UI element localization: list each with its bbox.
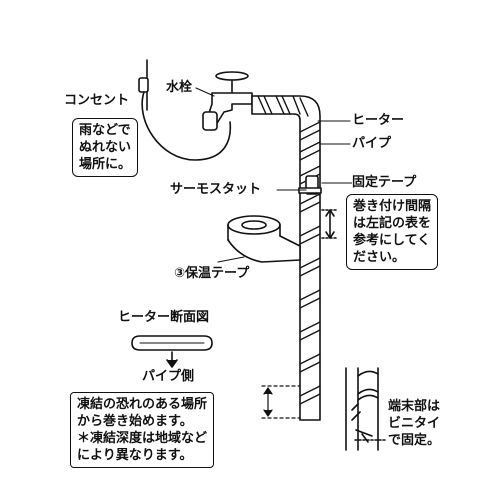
note-line: は左記の表を bbox=[353, 216, 432, 231]
note-line: で固定。 bbox=[388, 433, 441, 448]
faucet-label: 水栓 bbox=[166, 80, 193, 96]
insulation-tape-label: ③保温テープ bbox=[174, 266, 250, 282]
outlet-note-box: 雨などで ぬれない 場所に。 bbox=[72, 118, 139, 177]
cross-section-title: ヒーター断面図 bbox=[118, 310, 210, 326]
heater-label: ヒーター bbox=[352, 113, 405, 129]
note-line: により異なります。 bbox=[77, 448, 193, 463]
note-line: ぬれない bbox=[79, 140, 132, 155]
insulation-tape-roll bbox=[227, 215, 301, 263]
fixing-tape-label: 固定テープ bbox=[352, 175, 417, 191]
note-line: 参考にしてく bbox=[353, 233, 431, 248]
heater-spiral-vertical bbox=[299, 121, 321, 405]
end-note: 端末部は ビニタイ で固定。 bbox=[388, 398, 441, 449]
note-line: 雨などで bbox=[79, 123, 131, 138]
note-line: 巻き付け間隔 bbox=[353, 199, 432, 214]
note-line: 場所に。 bbox=[79, 157, 132, 172]
freeze-depth-marker bbox=[261, 385, 301, 419]
note-line: 凍結の恐れのある場所 bbox=[77, 397, 208, 412]
pipe-side-label: パイプ側 bbox=[142, 369, 195, 385]
pipe-label: パイプ bbox=[352, 136, 392, 152]
note-line: ださい。 bbox=[353, 250, 406, 265]
outlet-label: コンセント bbox=[64, 93, 130, 109]
thermostat-label: サーモスタット bbox=[170, 182, 262, 198]
heater-wrap-horizontal bbox=[257, 95, 309, 117]
winding-note-box: 巻き付け間隔 は左記の表を 参考にしてく ださい。 bbox=[346, 194, 439, 270]
note-line: 端末部は bbox=[388, 399, 441, 414]
freeze-note-box: 凍結の恐れのある場所 から巻き始めます。 ＊凍結深度は地域など により異なります… bbox=[70, 392, 215, 468]
pipe-end-detail bbox=[345, 367, 387, 451]
faucet-spout bbox=[202, 111, 218, 131]
power-cord bbox=[141, 91, 232, 161]
faucet-handle bbox=[215, 71, 249, 81]
note-line: から巻き始めます。 bbox=[77, 414, 193, 429]
leader-lines bbox=[195, 87, 353, 263]
note-line: ビニタイ bbox=[388, 416, 441, 431]
spacing-arrow bbox=[321, 209, 339, 239]
pipe-side-arrow bbox=[166, 351, 178, 368]
note-line: ＊凍結深度は地域など bbox=[77, 431, 208, 446]
outlet-plug bbox=[138, 77, 149, 93]
